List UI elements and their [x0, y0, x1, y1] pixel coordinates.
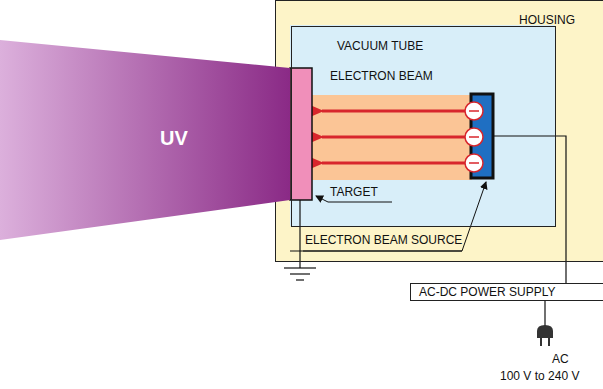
target-plate — [290, 68, 312, 200]
housing-box: HOUSING VACUUM TUBE — [275, 0, 603, 262]
uv-beam: UV — [0, 40, 290, 240]
node-text: HOUSING — [519, 13, 575, 27]
node-text: AC-DC POWER SUPPLY — [419, 285, 555, 299]
wires — [300, 136, 566, 326]
tube-fill — [290, 25, 555, 226]
electron-symbols — [465, 102, 483, 172]
voltage-label: 100 V to 240 V — [500, 369, 579, 384]
housing-fill — [275, 0, 603, 262]
uv-beam-shape — [0, 40, 290, 240]
ground-symbol — [284, 268, 316, 280]
node-text: UV — [160, 126, 188, 150]
leader-lines — [290, 182, 486, 251]
electron-arrows — [322, 111, 466, 163]
target-label: TARGET — [330, 185, 378, 200]
power-supply-box: AC-DC POWER SUPPLY — [410, 283, 603, 301]
ac-label: AC — [552, 352, 569, 367]
plug-symbol — [537, 325, 553, 346]
source-label: ELECTRON BEAM SOURCE — [305, 233, 462, 248]
node-text: VACUUM TUBE — [337, 39, 423, 53]
beam-label: ELECTRON BEAM — [330, 69, 433, 84]
electron-beam-region — [312, 95, 472, 180]
